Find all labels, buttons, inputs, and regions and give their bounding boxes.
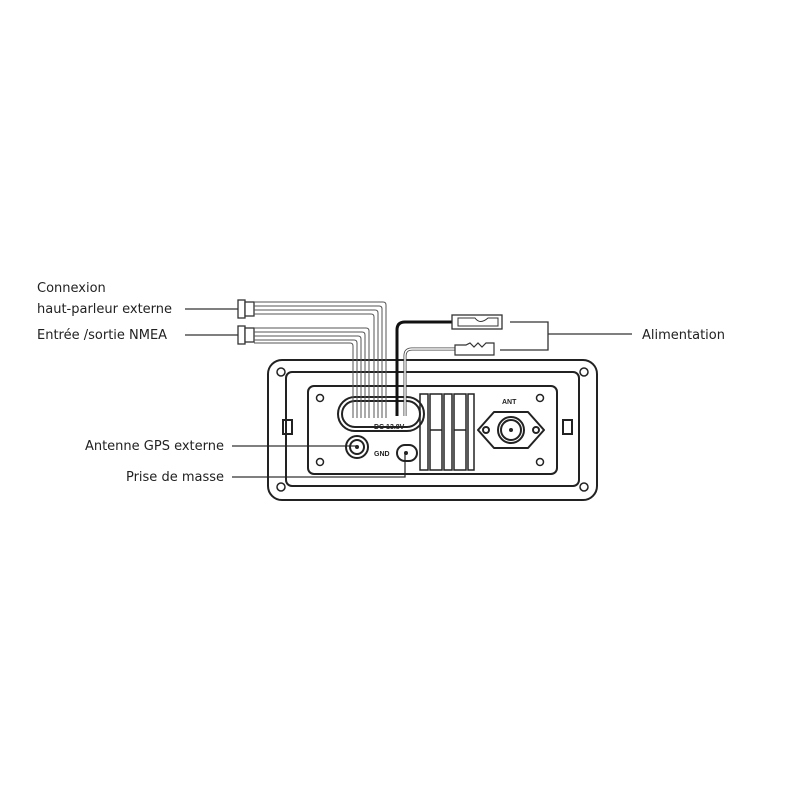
label-nmea: Entrée /sortie NMEA [37, 328, 167, 343]
nmea-connector [237, 325, 255, 345]
label-speaker-line2: haut-parleur externe [37, 302, 172, 317]
label-speaker-line1: Connexion [37, 281, 106, 296]
speaker-wires [254, 301, 387, 418]
label-ground: Prise de masse [126, 470, 224, 485]
gps-antenna-socket [345, 435, 369, 459]
gnd-label: GND [374, 451, 390, 458]
ant-label: ANT [502, 399, 517, 406]
heat-sink [419, 393, 475, 471]
dc-voltage-label: DC 13.8V [374, 424, 405, 431]
vhf-antenna-connector: ANT [477, 399, 545, 449]
label-power: Alimentation [642, 328, 725, 343]
radio-rear-panel: DC 13.8V GND ANT [267, 359, 598, 501]
ground-terminal [396, 444, 418, 462]
nmea-wires [254, 327, 370, 418]
speaker-connector [237, 299, 255, 319]
power-cable [395, 314, 503, 416]
label-gps-antenna: Antenne GPS externe [85, 439, 224, 454]
